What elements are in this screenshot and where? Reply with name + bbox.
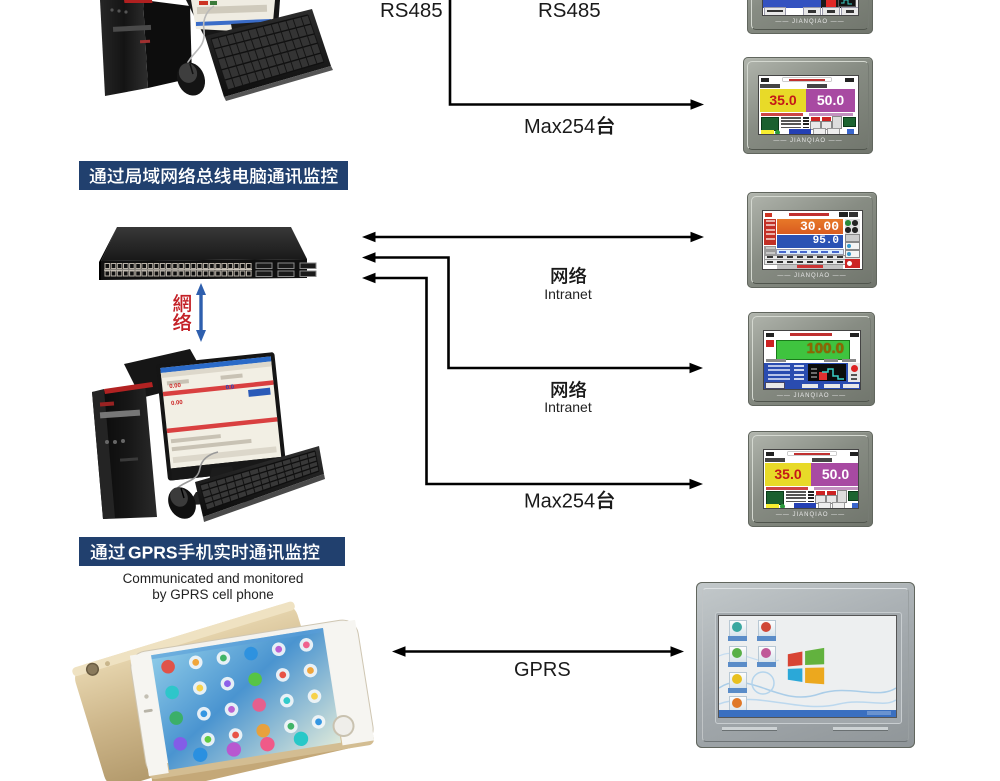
svg-text:0.00: 0.00 <box>171 400 184 407</box>
svg-text:Max254: Max254 <box>524 116 595 138</box>
svg-text:0.0: 0.0 <box>225 384 235 391</box>
svg-text:Max254: Max254 <box>524 491 595 513</box>
svg-text:GPRS: GPRS <box>128 543 178 563</box>
svg-text:0.00: 0.00 <box>169 383 182 390</box>
